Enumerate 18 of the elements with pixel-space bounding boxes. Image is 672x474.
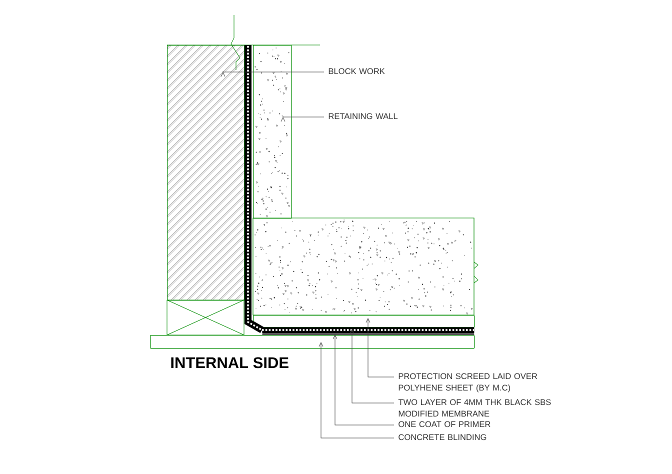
leader-line — [220, 70, 324, 77]
block-work-wall — [166, 44, 245, 301]
section-title: INTERNAL SIDE — [171, 357, 288, 368]
primer-coat — [262, 333, 474, 336]
leader-line — [332, 334, 394, 426]
membrane-layer — [262, 327, 474, 334]
retaining-wall — [253, 45, 292, 219]
leader-line — [318, 342, 394, 438]
callout-text: BLOCK WORK — [328, 68, 385, 74]
leader-line — [366, 318, 394, 378]
callout-text: RETAINING WALL — [328, 113, 398, 120]
callout-text: ONE COAT OF PRIMER — [398, 421, 490, 428]
callout-text: CONCRETE BLINDING — [398, 434, 486, 440]
concrete-blinding — [150, 335, 475, 349]
leader-line — [280, 116, 324, 122]
callout-text: TWO LAYER OF 4MM THK BLACK SBS MODIFIED MEMBRANE — [398, 399, 551, 417]
callout-text: PROTECTION SCREED LAID OVER POLYHENE SHEET (BY M.C) — [398, 373, 538, 392]
leader-line — [350, 329, 394, 404]
